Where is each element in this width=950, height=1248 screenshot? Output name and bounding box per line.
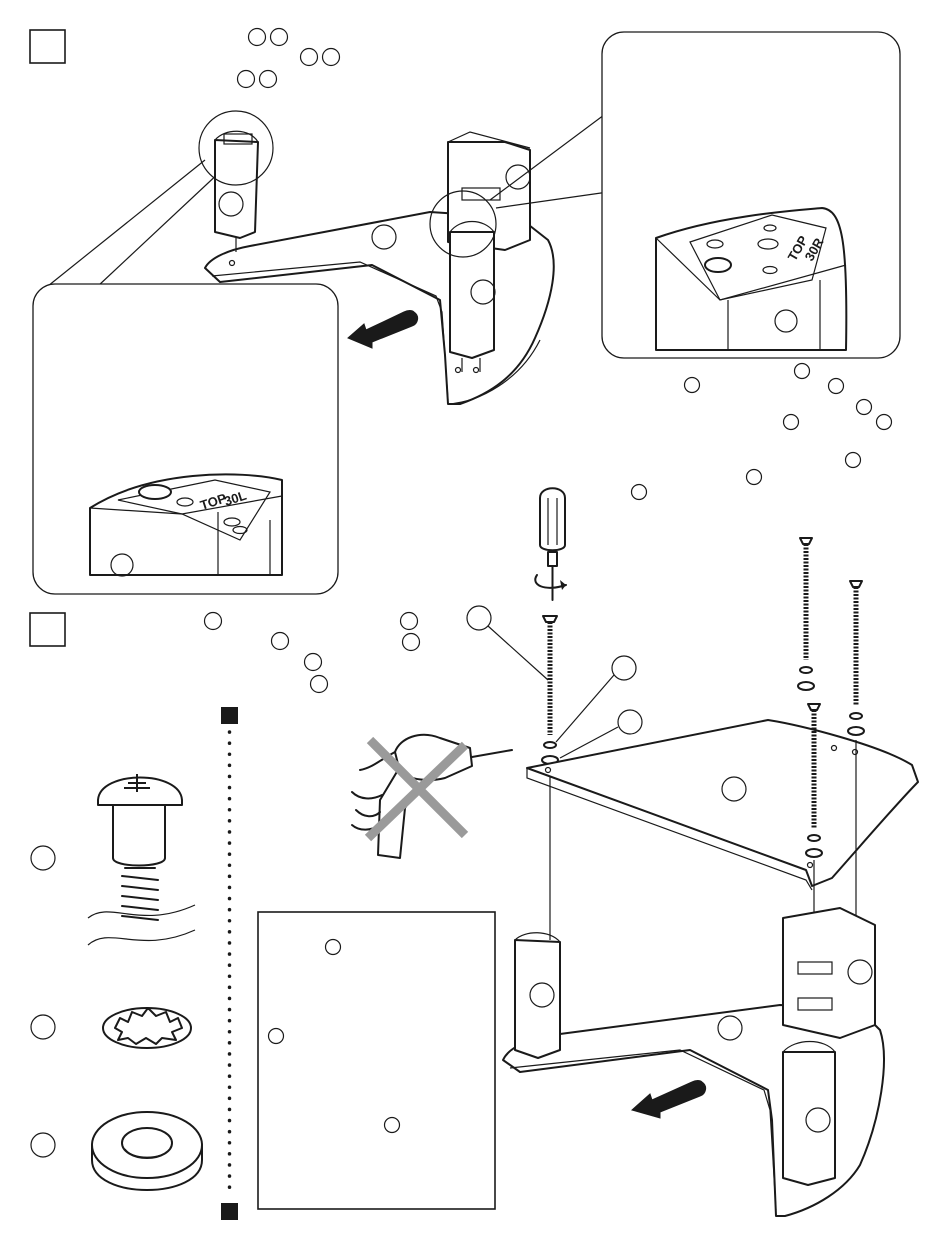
lock-washer-part-label xyxy=(31,1015,55,1039)
note-box xyxy=(258,912,495,1209)
screwdriver-icon xyxy=(535,488,566,600)
flat-washer-part-label xyxy=(31,1133,55,1157)
arrow-icon xyxy=(348,311,418,349)
step-2-callout-labels xyxy=(467,606,642,734)
detail-callout-right: TOP 30R xyxy=(602,32,900,358)
step-1-part-references xyxy=(238,29,340,88)
step-2-leader-lines xyxy=(488,626,618,758)
no-power-drill-icon xyxy=(352,735,512,858)
section-marker-icon xyxy=(221,1203,238,1220)
arrow-icon xyxy=(632,1081,706,1119)
screw-icon xyxy=(88,774,195,945)
screw-part-label xyxy=(31,846,55,870)
detail-callout-left: TOP 30L xyxy=(33,284,338,594)
section-marker-icon xyxy=(221,707,238,724)
left-pillar-step-2 xyxy=(515,933,560,1058)
section-divider xyxy=(221,707,238,1220)
right-pillar-rear-step-2 xyxy=(783,908,875,1038)
lock-washer-icon xyxy=(103,1008,191,1048)
step-2-number-box xyxy=(30,613,65,646)
left-pillar-step-1 xyxy=(215,131,258,252)
flat-washer-icon xyxy=(92,1112,202,1190)
right-pillar-front-step-2 xyxy=(783,1042,835,1186)
step-1-number-box xyxy=(30,30,65,63)
callout-leader-left xyxy=(48,160,222,286)
step-2-part-references xyxy=(205,613,420,693)
shelf-plate xyxy=(527,720,918,890)
note-part-references xyxy=(632,364,892,500)
